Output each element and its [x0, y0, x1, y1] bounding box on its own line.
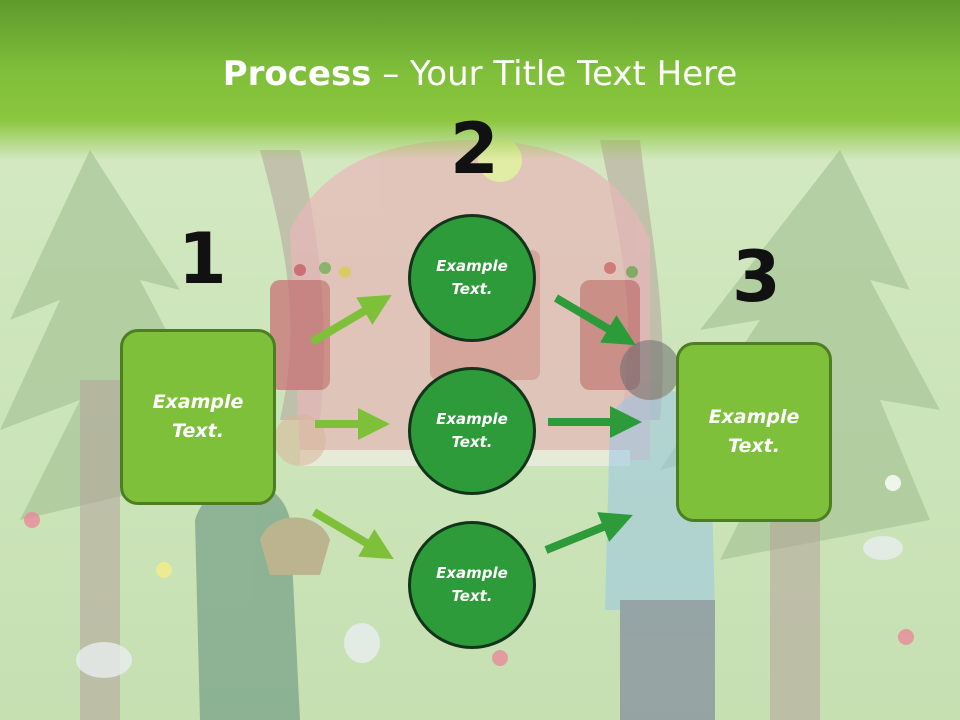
step-number-3: 3 [732, 236, 781, 318]
title-bold: Process [222, 54, 372, 94]
step-number-1: 1 [178, 218, 227, 300]
circle-middle-text: Example Text. [436, 410, 508, 451]
title-banner [0, 0, 960, 160]
circle-bottom-text: Example Text. [436, 564, 508, 605]
step-3-box[interactable]: Example Text. [676, 342, 832, 522]
step-2-circle-middle[interactable]: Example Text. [408, 367, 536, 495]
step-number-2: 2 [450, 108, 499, 190]
step-1-text: Example Text. [152, 391, 244, 442]
step-2-circle-bottom[interactable]: Example Text. [408, 521, 536, 649]
circle-top-text: Example Text. [436, 257, 508, 298]
step-2-circle-top[interactable]: Example Text. [408, 214, 536, 342]
title-rest: – Your Title Text Here [371, 54, 738, 94]
step-3-text: Example Text. [708, 406, 800, 457]
step-1-box[interactable]: Example Text. [120, 329, 276, 505]
slide-title: Process – Your Title Text Here [0, 52, 960, 96]
